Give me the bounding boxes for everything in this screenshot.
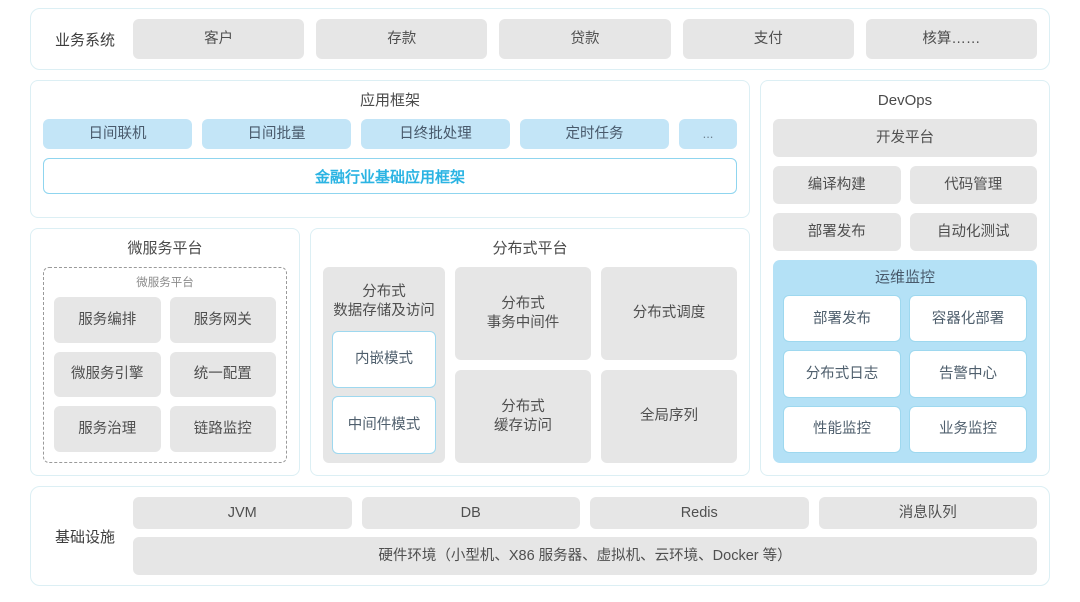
appfw-chip-daytime-batch[interactable]: 日间批量 <box>202 119 351 149</box>
devops-platform-row: 开发平台 <box>773 119 1037 157</box>
ops-chip-performance-monitoring[interactable]: 性能监控 <box>783 405 901 453</box>
distributed-storage-title-line2: 数据存储及访问 <box>333 302 435 319</box>
devops-chip-automated-test[interactable]: 自动化测试 <box>909 213 1037 251</box>
devops-panel: DevOps 开发平台 编译构建 代码管理 部署发布 自动化测试 运维监控 <box>760 80 1050 476</box>
dist-chip-transaction-middleware-line2: 事务中间件 <box>486 314 560 331</box>
microservice-inner-box: 微服务平台 服务编排 服务网关 微服务引擎 统一配置 服务治理 链路监控 <box>43 267 287 463</box>
dist-chip-scheduling[interactable]: 分布式调度 <box>601 267 737 360</box>
infrastructure-row: 基础设施 JVM DB Redis 消息队列 硬件环境（小型机、X86 服务器、… <box>30 486 1050 586</box>
infra-chip-redis[interactable]: Redis <box>590 497 809 529</box>
microservice-platform-title: 微服务平台 <box>127 240 203 257</box>
infra-chip-db[interactable]: DB <box>361 497 580 529</box>
dist-chip-transaction-middleware-line1: 分布式 <box>501 296 545 313</box>
business-systems-row: 业务系统 客户 存款 贷款 支付 核算…… <box>30 8 1050 70</box>
microservice-grid: 服务编排 服务网关 微服务引擎 统一配置 服务治理 链路监控 <box>54 297 276 452</box>
dist-chip-transaction-middleware[interactable]: 分布式 事务中间件 <box>455 267 591 360</box>
devops-chip-code-management[interactable]: 代码管理 <box>909 166 1037 204</box>
business-systems-label: 业务系统 <box>54 31 115 49</box>
business-chip-loan[interactable]: 贷款 <box>499 19 671 59</box>
microservice-platform-panel: 微服务平台 微服务平台 服务编排 服务网关 微服务引擎 统一配置 服务治理 链路… <box>30 228 300 476</box>
business-chip-accounting[interactable]: 核算…… <box>865 19 1038 59</box>
micro-chip-service-gateway[interactable]: 服务网关 <box>169 297 276 343</box>
business-systems-chips: 客户 存款 贷款 支付 核算…… <box>133 19 1038 59</box>
devops-title: DevOps <box>877 92 933 109</box>
infra-chip-jvm[interactable]: JVM <box>133 497 352 529</box>
ops-chip-deploy-release[interactable]: 部署发布 <box>783 295 901 343</box>
distributed-storage-title: 分布式 数据存储及访问 <box>332 275 436 331</box>
distributed-body: 分布式 数据存储及访问 内嵌模式 中间件模式 分布式 <box>323 267 737 463</box>
micro-chip-microservice-engine[interactable]: 微服务引擎 <box>54 351 161 398</box>
appfw-chip-scheduled-task[interactable]: 定时任务 <box>520 119 669 149</box>
distributed-storage-modes: 内嵌模式 中间件模式 <box>332 330 436 454</box>
ops-monitoring-title: 运维监控 <box>874 269 935 286</box>
application-framework-chips: 日间联机 日间批量 日终批处理 定时任务 ... <box>43 119 737 149</box>
distributed-storage-title-line1: 分布式 <box>362 284 406 300</box>
ops-monitoring-grid: 部署发布 容器化部署 分布式日志 告警中心 性能监控 业务监控 <box>783 295 1027 453</box>
appfw-chip-eod-batch[interactable]: 日终批处理 <box>361 119 510 149</box>
appfw-chip-daytime-online[interactable]: 日间联机 <box>43 119 192 149</box>
infrastructure-label: 基础设施 <box>54 528 115 546</box>
dist-chip-cache-access[interactable]: 分布式 缓存访问 <box>455 370 591 463</box>
micro-chip-service-orchestration[interactable]: 服务编排 <box>54 297 161 343</box>
business-chip-payment[interactable]: 支付 <box>682 19 854 59</box>
devops-column: DevOps 开发平台 编译构建 代码管理 部署发布 自动化测试 运维监控 <box>760 80 1050 476</box>
storage-mode-embedded[interactable]: 内嵌模式 <box>332 330 436 389</box>
devops-chip-dev-platform[interactable]: 开发平台 <box>773 119 1037 157</box>
micro-chip-unified-config[interactable]: 统一配置 <box>169 351 276 398</box>
ops-chip-business-monitoring[interactable]: 业务监控 <box>909 405 1027 453</box>
dist-chip-cache-access-line2: 缓存访问 <box>494 417 552 434</box>
ops-chip-alert-center[interactable]: 告警中心 <box>909 350 1027 398</box>
business-chip-customer[interactable]: 客户 <box>133 19 305 59</box>
distributed-cells-grid: 分布式 事务中间件 分布式调度 分布式 缓存访问 <box>455 267 737 463</box>
ops-chip-distributed-log[interactable]: 分布式日志 <box>783 350 901 398</box>
appfw-chip-more[interactable]: ... <box>679 119 737 149</box>
devops-pair-build: 编译构建 代码管理 <box>773 166 1037 204</box>
storage-mode-middleware[interactable]: 中间件模式 <box>332 396 436 454</box>
distributed-platform-panel: 分布式平台 分布式 数据存储及访问 内嵌模式 中间件模式 <box>310 228 750 476</box>
business-chip-deposit[interactable]: 存款 <box>316 19 488 59</box>
infrastructure-stack: JVM DB Redis 消息队列 硬件环境（小型机、X86 服务器、虚拟机、云… <box>133 497 1037 575</box>
micro-chip-service-governance[interactable]: 服务治理 <box>54 406 161 452</box>
platform-column: 应用框架 日间联机 日间批量 日终批处理 定时任务 ... 金融行业基础应用框架… <box>30 80 750 476</box>
lower-platforms-row: 微服务平台 微服务平台 服务编排 服务网关 微服务引擎 统一配置 服务治理 链路… <box>30 228 750 476</box>
application-framework-panel: 应用框架 日间联机 日间批量 日终批处理 定时任务 ... 金融行业基础应用框架 <box>30 80 750 218</box>
finance-base-framework-bar[interactable]: 金融行业基础应用框架 <box>43 158 737 194</box>
dist-chip-global-sequence[interactable]: 全局序列 <box>601 370 737 463</box>
micro-chip-trace-monitoring[interactable]: 链路监控 <box>169 406 276 452</box>
devops-pair-deploy: 部署发布 自动化测试 <box>773 213 1037 251</box>
devops-chip-deploy-release[interactable]: 部署发布 <box>773 213 901 251</box>
distributed-storage-card[interactable]: 分布式 数据存储及访问 内嵌模式 中间件模式 <box>323 267 445 463</box>
devops-chip-compile-build[interactable]: 编译构建 <box>773 166 901 204</box>
distributed-platform-title: 分布式平台 <box>492 240 568 257</box>
devops-body: 开发平台 编译构建 代码管理 部署发布 自动化测试 运维监控 部署发布 <box>773 119 1037 463</box>
infrastructure-chips: JVM DB Redis 消息队列 <box>133 497 1037 529</box>
middle-region: 应用框架 日间联机 日间批量 日终批处理 定时任务 ... 金融行业基础应用框架… <box>30 80 1050 476</box>
ops-chip-containerized-deploy[interactable]: 容器化部署 <box>909 295 1027 343</box>
microservice-inner-title: 微服务平台 <box>136 277 194 289</box>
application-framework-title: 应用框架 <box>359 92 420 109</box>
dist-chip-cache-access-line1: 分布式 <box>501 399 545 416</box>
infra-chip-message-queue[interactable]: 消息队列 <box>818 497 1037 529</box>
infra-chip-hardware-environment[interactable]: 硬件环境（小型机、X86 服务器、虚拟机、云环境、Docker 等） <box>133 537 1037 575</box>
ops-monitoring-panel: 运维监控 部署发布 容器化部署 分布式日志 告警中心 性能监控 业务监控 <box>773 260 1037 463</box>
